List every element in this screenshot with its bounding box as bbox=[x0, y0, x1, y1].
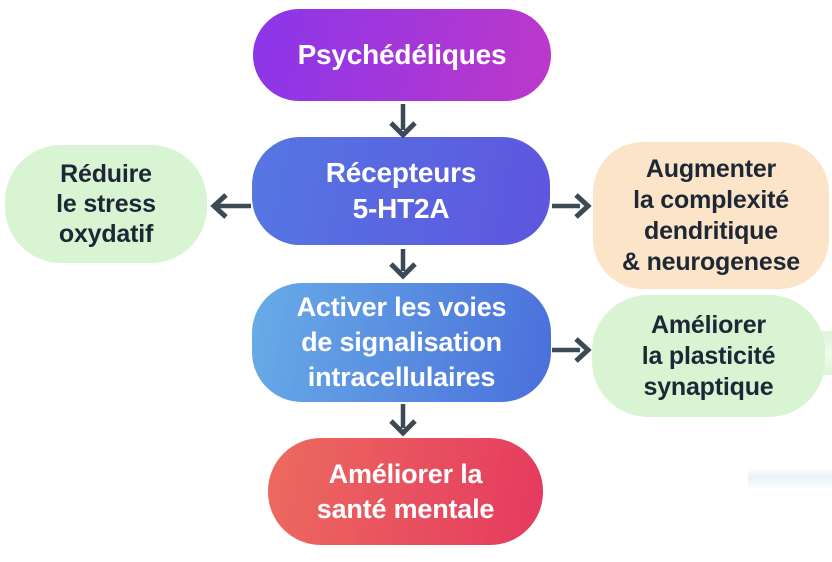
arrow-activer-to-sante bbox=[389, 404, 417, 437]
node-augmenter-label-line3: dendritique bbox=[644, 216, 778, 245]
node-augmenter-label-line1: Augmenter bbox=[645, 154, 777, 183]
node-augmenter-label-line2: la complexité bbox=[633, 185, 789, 214]
node-ameliorer-plasticite-synaptique: Améliorer la plasticité synaptique bbox=[592, 295, 825, 417]
node-plasticite-label-line1: Améliorer bbox=[651, 310, 766, 339]
node-reduire-stress-oxydatif: Réduire le stress oxydatif bbox=[5, 145, 207, 263]
node-recepteurs-label-line1: Récepteurs bbox=[325, 157, 477, 188]
node-reduire-label-line2: le stress bbox=[56, 190, 156, 218]
node-sante-label-line2: santé mentale bbox=[316, 493, 495, 524]
node-activer-voies-signalisation: Activer les voies de signalisation intra… bbox=[252, 283, 551, 402]
arrow-recepteurs-to-activer bbox=[389, 249, 417, 280]
node-plasticite-label-line2: la plasticité bbox=[641, 341, 776, 370]
node-recepteurs-5ht2a: Récepteurs 5-HT2A bbox=[252, 137, 550, 245]
node-psychedeliques: Psychédéliques bbox=[253, 9, 551, 101]
node-plasticite-label-line3: synaptique bbox=[643, 372, 774, 401]
arrow-recepteurs-to-augmenter bbox=[552, 193, 592, 219]
node-activer-label-line2: de signalisation bbox=[301, 327, 502, 357]
arrow-psychedeliques-to-recepteurs bbox=[389, 104, 417, 139]
node-activer-label-line3: intracellulaires bbox=[307, 362, 496, 392]
node-reduire-label-line1: Réduire bbox=[60, 160, 152, 188]
arrow-recepteurs-to-reduire bbox=[210, 193, 251, 219]
node-ameliorer-sante-mentale: Améliorer la santé mentale bbox=[268, 438, 543, 545]
node-augmenter-complexite-dendritique: Augmenter la complexité dendritique & ne… bbox=[593, 142, 829, 289]
node-recepteurs-label-line2: 5-HT2A bbox=[352, 193, 450, 224]
faint-artifact-band bbox=[748, 468, 832, 488]
arrow-activer-to-plasticite bbox=[552, 337, 592, 363]
node-reduire-label-line3: oxydatif bbox=[58, 220, 154, 248]
node-activer-label-line1: Activer les voies bbox=[296, 292, 507, 322]
node-sante-label-line1: Améliorer la bbox=[328, 458, 483, 489]
node-augmenter-label-line4: & neurogenese bbox=[621, 247, 800, 276]
node-psychedeliques-label: Psychédéliques bbox=[297, 39, 507, 70]
